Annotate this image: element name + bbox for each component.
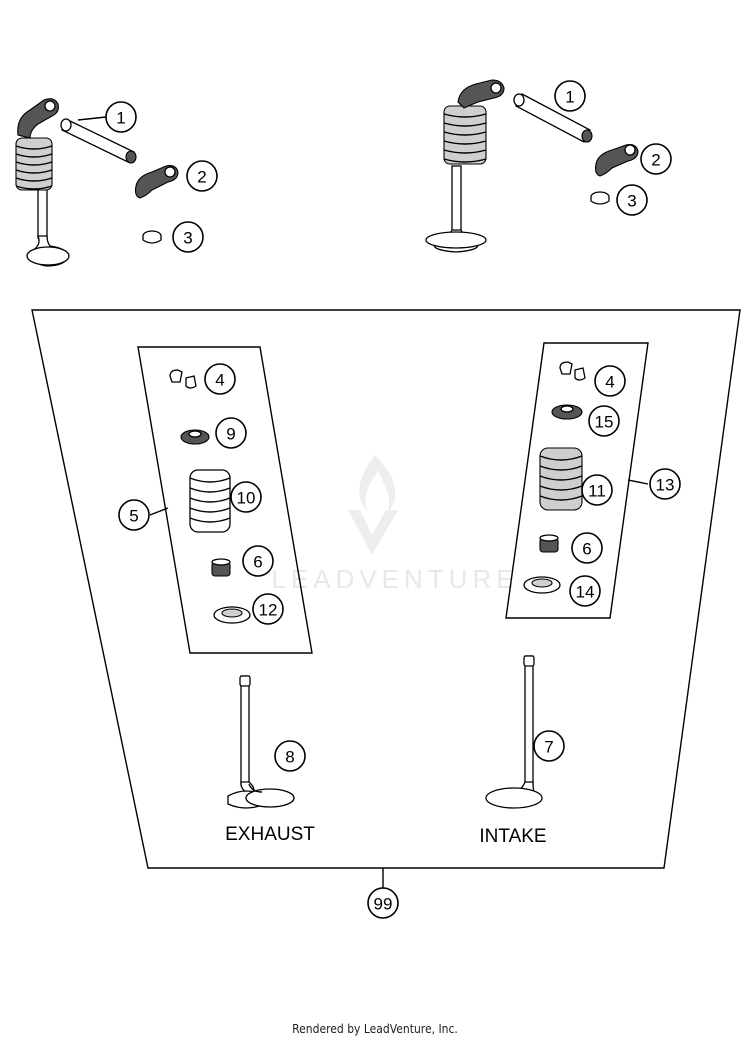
callout-2-left[interactable]: 2 [186,160,218,192]
callout-4-exhaust[interactable]: 4 [204,363,236,395]
callout-3-right[interactable]: 3 [616,184,648,216]
spring-seat [213,606,251,624]
intake-valve [485,655,543,809]
svg-text:1: 1 [116,109,125,128]
svg-text:7: 7 [544,738,553,757]
callout-4-intake[interactable]: 4 [594,365,626,397]
svg-text:9: 9 [226,425,235,444]
svg-text:15: 15 [595,413,614,432]
rocker-shaft [513,93,593,143]
callout-3-left[interactable]: 3 [172,221,204,253]
callout-15[interactable]: 15 [588,405,620,437]
callout-7[interactable]: 7 [533,730,565,762]
callout-12[interactable]: 12 [252,593,284,625]
shim [590,191,610,205]
callout-9[interactable]: 9 [215,417,247,449]
footer-credit: Rendered by LeadVenture, Inc. [292,1022,458,1036]
spring-seat [523,576,561,594]
svg-text:6: 6 [253,553,262,572]
svg-text:12: 12 [259,601,278,620]
callout-10[interactable]: 10 [230,481,262,513]
intake-spring-kit-panel [505,342,649,619]
watermark-text: LEADVENTURE [271,564,518,594]
callout-11[interactable]: 11 [581,474,613,506]
callout-2-right[interactable]: 2 [640,143,672,175]
svg-text:4: 4 [215,371,224,390]
callout-6-intake[interactable]: 6 [571,532,603,564]
svg-text:2: 2 [651,151,660,170]
svg-text:2: 2 [197,168,206,187]
watermark: LEADVENTURE [271,455,518,594]
valve-spring [189,469,231,533]
exhaust-valve-assembly-top [15,98,179,267]
callout-5[interactable]: 5 [118,499,150,531]
valve-spring [539,447,583,511]
callout-1-right[interactable]: 1 [554,80,586,112]
svg-text:5: 5 [129,507,138,526]
svg-text:8: 8 [285,748,294,767]
spring-retainer [551,404,583,420]
svg-text:14: 14 [576,583,595,602]
svg-text:3: 3 [183,229,192,248]
intake-valve-assembly-top [425,79,639,253]
svg-text:6: 6 [582,540,591,559]
callout-14[interactable]: 14 [569,575,601,607]
spring-retainer [180,429,210,445]
callout-6-exhaust[interactable]: 6 [242,545,274,577]
svg-text:1: 1 [565,88,574,107]
valve-stem-seal [539,534,559,553]
callout-13[interactable]: 13 [649,468,681,500]
rocker-arm [134,165,179,199]
callout-8[interactable]: 8 [274,740,306,772]
svg-text:11: 11 [588,482,606,501]
svg-text:3: 3 [627,192,636,211]
shim [142,230,162,244]
rocker-arm [594,144,639,177]
callout-99[interactable]: 99 [367,887,399,919]
svg-text:10: 10 [237,489,256,508]
callout-1-left[interactable]: 1 [105,101,137,133]
rocker-shaft [60,118,137,164]
svg-text:99: 99 [374,895,393,914]
valve-keepers [169,369,197,389]
valve-keepers [559,361,586,381]
valve-kit-frame [31,309,741,869]
exhaust-spring-kit-panel [137,346,313,654]
svg-text:13: 13 [656,476,675,495]
valve-stem-seal [211,558,231,577]
exhaust-valve [227,675,295,809]
exhaust-label: EXHAUST [225,824,315,845]
svg-text:4: 4 [605,373,614,392]
intake-label: INTAKE [479,826,546,847]
